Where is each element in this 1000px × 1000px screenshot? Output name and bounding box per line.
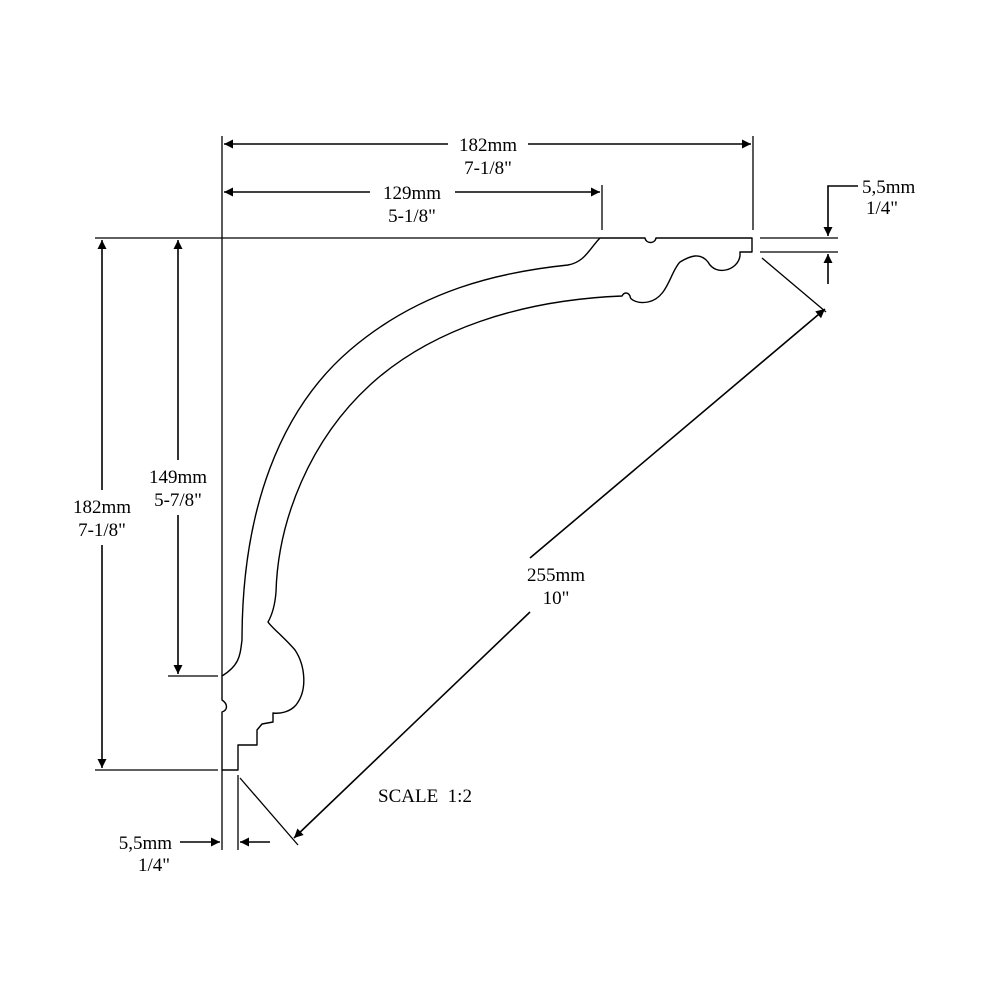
label-top-overall-inch: 7-1/8" xyxy=(464,158,512,179)
label-diagonal-inch: 10" xyxy=(543,588,570,609)
scale-label: SCALE 1:2 xyxy=(378,786,472,807)
extension-line-diag-bottom xyxy=(239,777,299,846)
label-left-overall-mm: 182mm xyxy=(73,497,131,518)
label-left-inner-mm: 149mm xyxy=(149,467,207,488)
label-right-thickness-mm: 5,5mm xyxy=(862,177,916,198)
dim-leader-right-thickness-top xyxy=(823,185,858,236)
label-left-inner-inch: 5-7/8" xyxy=(154,490,202,511)
label-bottom-thickness-inch: 1/4" xyxy=(138,855,170,876)
label-right-thickness-inch: 1/4" xyxy=(866,198,898,219)
dim-line-diagonal-upper xyxy=(529,308,826,559)
molding-profile xyxy=(221,237,753,771)
label-left-overall-inch: 7-1/8" xyxy=(78,520,126,541)
label-bottom-thickness-mm: 5,5mm xyxy=(119,833,173,854)
label-diagonal-mm: 255mm xyxy=(527,565,585,586)
extension-line-diag-top xyxy=(761,257,827,313)
label-top-inner-inch: 5-1/8" xyxy=(388,206,436,227)
dim-line-diagonal-lower xyxy=(293,611,531,839)
label-top-inner-mm: 129mm xyxy=(383,183,441,204)
label-top-overall-mm: 182mm xyxy=(459,135,517,156)
